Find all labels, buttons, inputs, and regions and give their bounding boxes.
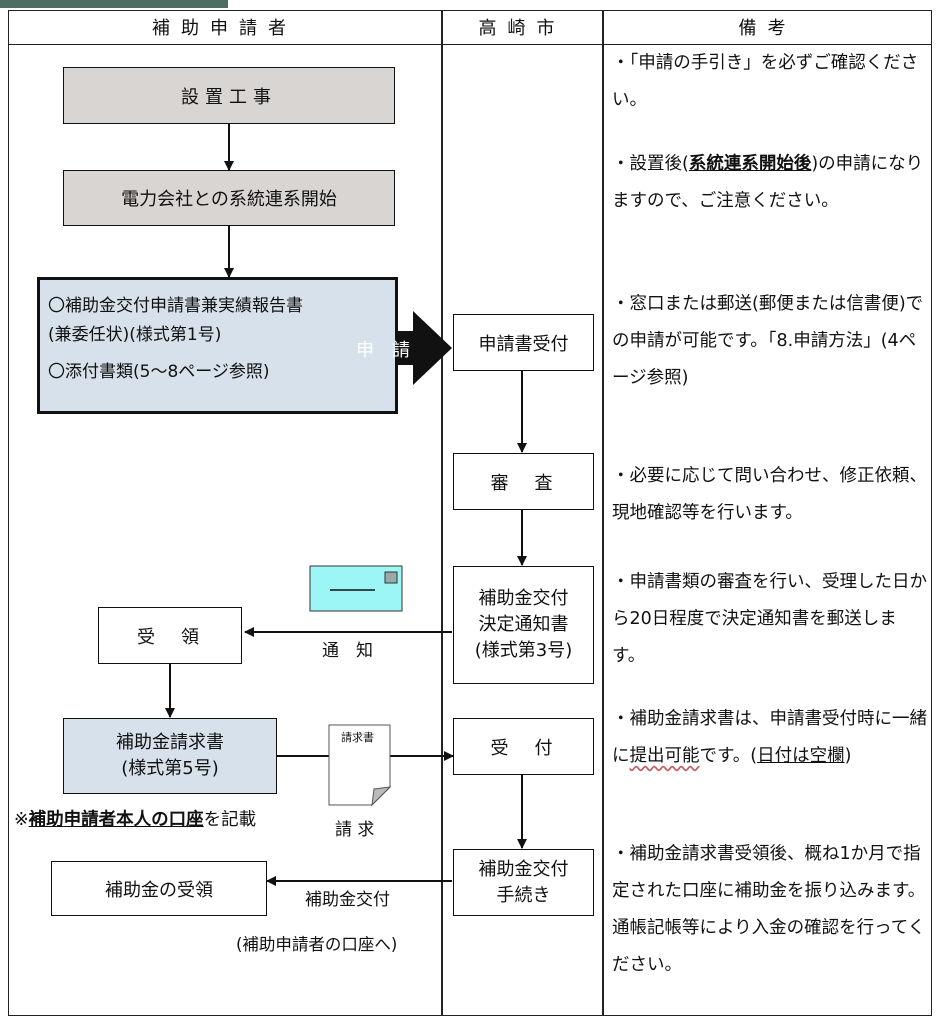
- box-review: 審 査: [453, 453, 594, 510]
- header-applicant: 補助申請者: [8, 10, 441, 45]
- box-application-receipt: 申請書受付: [453, 314, 594, 371]
- header-city: 高崎市: [442, 10, 602, 45]
- header-remarks: 備考: [603, 10, 932, 45]
- payment-to-label: (補助申請者の口座へ): [236, 935, 398, 954]
- box-application-docs: 〇補助金交付申請書兼実績報告書 (兼委任状)(様式第1号) 〇添付書類(5〜8ペ…: [37, 277, 398, 414]
- box-construction: 設置工事: [63, 67, 395, 124]
- payment-label: 補助金交付: [305, 890, 390, 910]
- column-divider-1: [441, 10, 443, 1016]
- box-receive: 受 領: [98, 607, 242, 664]
- header-accent-strip: [0, 0, 228, 8]
- note-decision-mail: ・申請書類の審査を行い、受理した日から20日程度で決定通知書を郵送します。: [612, 572, 927, 666]
- account-note: ※補助申請者本人の口座を記載: [14, 810, 257, 830]
- note-guide: ・「申請の手引き」を必ずご確認ください。: [612, 53, 919, 110]
- box-claim-form: 補助金請求書 (様式第5号): [63, 718, 277, 794]
- box-accept: 受 付: [453, 718, 594, 775]
- note-submission-method: ・窓口または郵送(郵便または信書便)での申請が可能です。「8.申請方法」(4ペー…: [612, 294, 924, 388]
- box-grid-start: 電力会社との系統連系開始: [63, 170, 395, 226]
- flow-table: [8, 10, 932, 1016]
- claim-label: 請 求: [335, 820, 375, 840]
- column-divider-2: [602, 10, 604, 1016]
- note-inquiries: ・必要に応じて問い合わせ、修正依頼、現地確認等を行います。: [612, 466, 927, 523]
- box-decision-notice: 補助金交付 決定通知書 (様式第3号): [453, 566, 594, 684]
- apply-arrow-label: 申 請: [356, 340, 410, 361]
- note-payment-transfer: ・補助金請求書受領後、概ね1か月で指定された口座に補助金を振り込みます。通帳記帳…: [612, 844, 926, 975]
- box-payment-procedure: 補助金交付 手続き: [453, 849, 594, 916]
- claim-doc-title: 請求書: [341, 731, 374, 744]
- note-claim-submission: ・補助金請求書は、申請書受付時に一緒に提出可能です。(日付は空欄): [612, 709, 927, 766]
- note-after-grid: ・設置後(系統連系開始後)の申請になりますので、ご注意ください。: [612, 154, 924, 211]
- notice-label: 通 知: [322, 641, 373, 661]
- box-payment-receive: 補助金の受領: [51, 861, 267, 916]
